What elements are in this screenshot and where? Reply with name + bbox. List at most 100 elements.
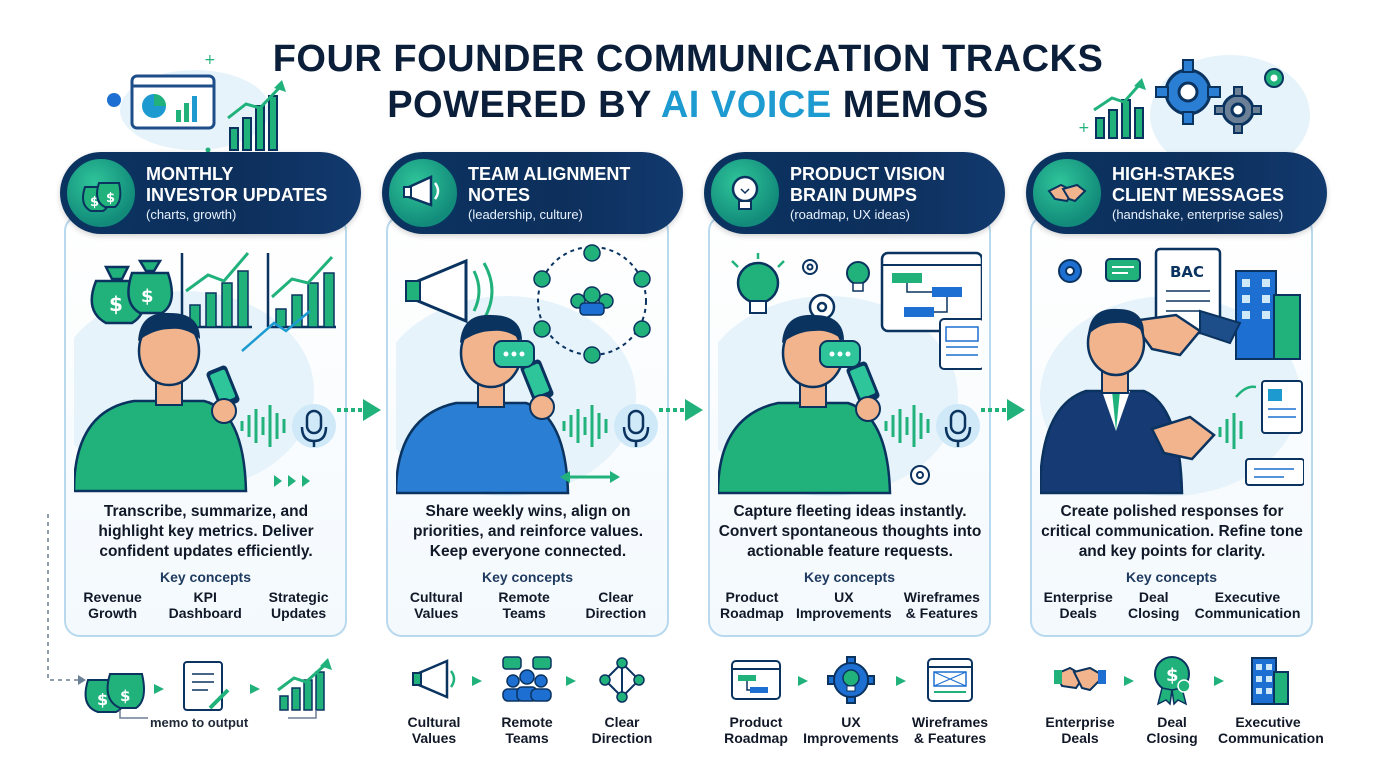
bottom-label: Cultural Values [407, 714, 461, 746]
bottom-label: Wireframes & Features [911, 714, 989, 746]
svg-text:$: $ [224, 451, 237, 472]
bottom-item-ux-improvements: UX Improvements [801, 652, 901, 746]
team-network-icon [533, 244, 651, 364]
arrow-right-icon [472, 676, 482, 686]
card-body: Transcribe, summarize, and highlight key… [98, 503, 314, 560]
handshake-icon [1030, 156, 1104, 230]
bottom-track-client: Enterprise Deals $ Deal Closing Executiv… [1030, 652, 1330, 752]
card-body: Create polished responses for critical c… [1041, 503, 1303, 560]
card-title-line2: INVESTOR UPDATES [146, 185, 328, 205]
growth-chart-icon [277, 658, 332, 711]
svg-text:$: $ [141, 286, 154, 307]
header-team-alignment: TEAM ALIGNMENT NOTES (leadership, cultur… [382, 152, 683, 234]
bracket-line [119, 710, 317, 719]
title-line-1: FOUR FOUNDER COMMUNICATION TRACKS [272, 38, 1104, 80]
wireframe-icon [927, 658, 973, 702]
concept-executive-communication: Executive Communication [1194, 589, 1301, 621]
card-investor-updates: $ $ $ [64, 215, 347, 637]
bottom-label: Product Roadmap [724, 714, 788, 746]
money-bags-icon: $ $ [64, 156, 138, 230]
svg-text:+: + [204, 52, 216, 68]
gear-lightbulb-icon [827, 656, 875, 704]
card-title-line2: CLIENT MESSAGES [1112, 185, 1285, 205]
memo-to-output-flow: $ $ [84, 658, 332, 713]
key-concepts-label: Key concepts [803, 569, 896, 585]
svg-text:$: $ [106, 191, 115, 206]
bottom-label: Remote Teams [501, 714, 553, 746]
concept-list: Enterprise Deals Deal Closing Executive … [1036, 589, 1308, 621]
concept-strategic-updates: Strategic Updates [268, 589, 329, 621]
client-illustration: BAC [1040, 247, 1304, 496]
microphone-icon [944, 409, 972, 447]
card-title-line2: NOTES [468, 185, 531, 205]
megaphone-icon [412, 659, 456, 699]
bottom-track-team: Cultural Values Remote Teams Clear Direc… [382, 652, 682, 752]
chat-bubble-icon [493, 340, 535, 368]
roadmap-window-icon [731, 660, 781, 700]
gears-chart-icon: + [1078, 59, 1284, 139]
waveform-icon [1218, 413, 1243, 449]
waveform-icon [562, 405, 608, 447]
office-building-icon [1235, 270, 1301, 360]
svg-text:$: $ [97, 690, 108, 709]
gear-icon [1058, 259, 1082, 283]
infographic-title: FOUR FOUNDER COMMUNICATION TRACKS POWERE… [0, 36, 1376, 128]
money-bag-icon: $ $ [90, 259, 174, 325]
product-illustration [718, 251, 982, 496]
arrow-right-icon [1214, 676, 1224, 686]
concept-wireframes-features: Wireframes & Features [903, 589, 980, 621]
title-suffix: MEMOS [831, 84, 989, 126]
arrow-right-icon [566, 676, 576, 686]
money-bags-icon: $ $ [84, 673, 145, 713]
bottom-item-product-roadmap: Product Roadmap [706, 652, 806, 746]
deal-badge-icon: $ [1154, 656, 1191, 706]
bottom-label: Deal Closing [1146, 714, 1198, 746]
bottom-item-clear-direction: Clear Direction [572, 652, 672, 746]
document-label: BAC [1170, 263, 1204, 281]
concept-list: Product Roadmap UX Improvements Wirefram… [714, 589, 986, 621]
bottom-track-product: Product Roadmap UX Improvements Wirefram… [704, 652, 1004, 752]
card-subtitle: (leadership, culture) [468, 207, 583, 222]
card-title-line2: BRAIN DUMPS [790, 185, 918, 205]
card-title-line1: MONTHLY [146, 164, 234, 184]
remote-team-icon [502, 656, 552, 702]
svg-text:$: $ [109, 292, 123, 316]
bottom-item-enterprise-deals: Enterprise Deals [1030, 652, 1130, 746]
bottom-item-deal-closing: $ Deal Closing [1122, 652, 1222, 746]
concept-kpi-dashboard: KPI Dashboard [168, 589, 242, 621]
card-product-vision: Capture fleeting ideas instantly. Conver… [708, 215, 991, 637]
flow-arrow-icon [659, 399, 703, 421]
card-subtitle: (roadmap, UX ideas) [790, 207, 910, 222]
key-concepts-label: Key concepts [481, 569, 574, 585]
megaphone-icon [405, 258, 494, 324]
network-hub-icon [599, 657, 645, 703]
concept-deal-closing: Deal Closing [1128, 589, 1180, 621]
gear-icon [910, 465, 930, 485]
handshake-icon [1129, 309, 1242, 357]
waveform-icon [240, 405, 286, 447]
card-body: Share weekly wins, align on priorities, … [413, 503, 643, 560]
bottom-label: UX Improvements [803, 714, 899, 746]
document-edit-icon [183, 661, 230, 711]
dashboard-chart-icon: + [107, 52, 286, 153]
bottom-item-remote-teams: Remote Teams [477, 652, 577, 746]
key-concepts-label: Key concepts [159, 569, 252, 585]
bottom-label: Clear Direction [591, 714, 653, 746]
card-team-alignment: Share weekly wins, align on priorities, … [386, 215, 669, 637]
title-accent: AI VOICE [660, 84, 832, 126]
header-product-vision: PRODUCT VISION BRAIN DUMPS (roadmap, UX … [704, 152, 1005, 234]
svg-text:$: $ [120, 687, 130, 705]
bottom-item-cultural-values: Cultural Values [384, 652, 484, 746]
office-building-icon [1251, 657, 1289, 705]
concept-cultural-values: Cultural Values [409, 589, 463, 621]
bottom-label: Enterprise Deals [1045, 714, 1115, 746]
concept-enterprise-deals: Enterprise Deals [1043, 589, 1113, 621]
bottom-item-wireframes: Wireframes & Features [900, 652, 1000, 746]
handshake-icon [1054, 666, 1106, 692]
arrow-right-icon [896, 676, 906, 686]
founder-person [718, 314, 892, 495]
dashed-connector-icon [47, 514, 86, 685]
title-line-2: POWERED BY AI VOICE MEMOS [0, 82, 1376, 128]
founder-person [74, 312, 248, 493]
investor-illustration: $ $ $ [74, 252, 336, 493]
